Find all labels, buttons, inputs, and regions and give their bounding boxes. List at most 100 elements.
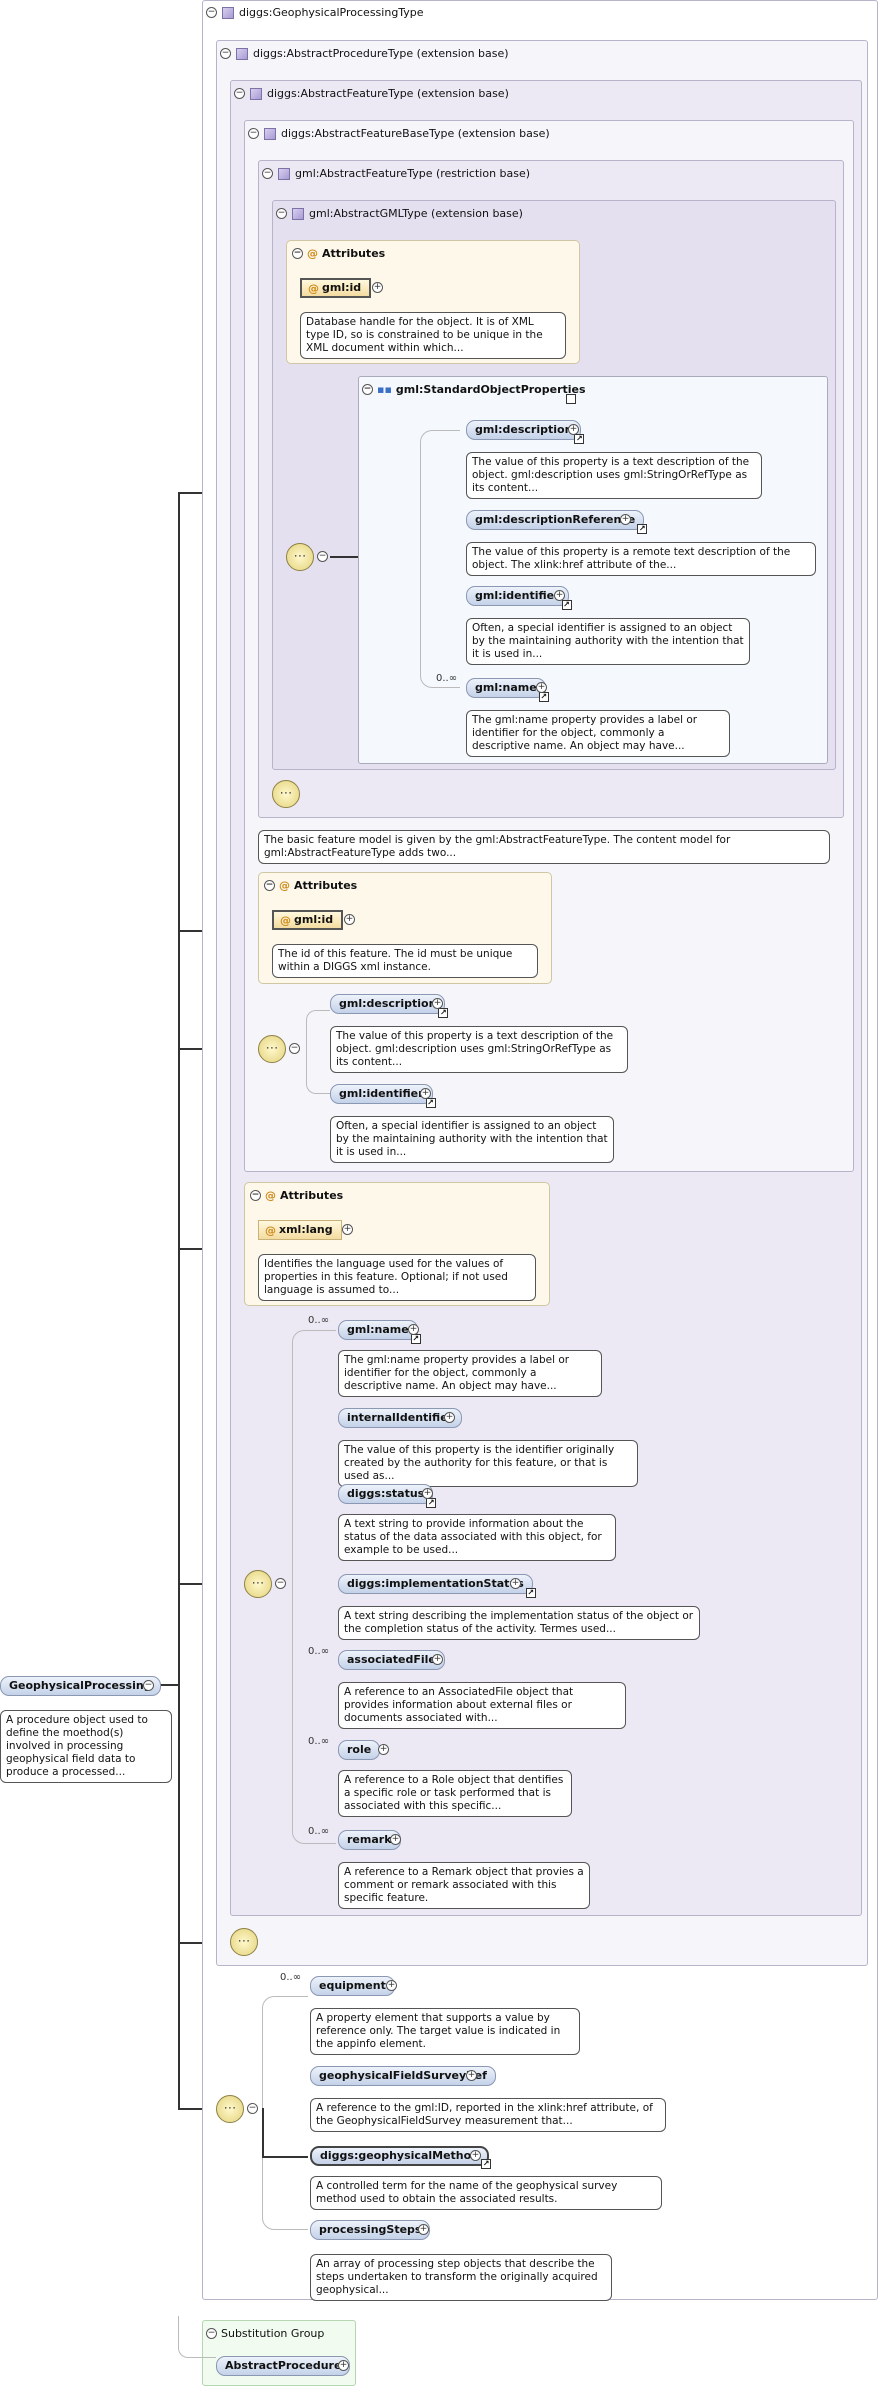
element-gml-name[interactable]: gml:name↗ <box>466 678 549 702</box>
reference-icon: ↗ <box>410 1334 421 1344</box>
reference-icon: ↗ <box>574 434 585 444</box>
expand-icon[interactable]: + <box>338 2360 349 2371</box>
element-abstract-procedure[interactable]: AbstractProcedure <box>216 2356 351 2376</box>
collapse-icon[interactable]: − <box>264 880 275 891</box>
expand-icon[interactable]: + <box>342 1224 353 1235</box>
collapse-icon[interactable]: − <box>143 1680 154 1691</box>
element-gml-identifier[interactable]: gml:identifier↗ <box>330 1084 436 1108</box>
element-gml-name[interactable]: gml:name↗ <box>338 1320 421 1344</box>
expand-icon[interactable]: + <box>510 1578 521 1589</box>
type-abstract-procedure-label[interactable]: − diggs:AbstractProcedureType (extension… <box>220 47 509 60</box>
sequence-icon[interactable]: ⋯ <box>216 2095 244 2123</box>
expand-icon[interactable]: + <box>372 282 383 293</box>
element-doc: A reference to a Remark object that prov… <box>338 1862 590 1909</box>
element-diggs-status[interactable]: diggs:status↗ <box>338 1484 437 1508</box>
expand-icon[interactable]: + <box>466 2070 477 2081</box>
element-role[interactable]: role <box>338 1740 381 1760</box>
complex-type-icon <box>222 6 234 19</box>
type-geophysical-processing-label[interactable]: − diggs:GeophysicalProcessingType <box>206 6 424 19</box>
seq-connector <box>330 556 370 558</box>
substitution-group-label[interactable]: − Substitution Group <box>206 2327 325 2340</box>
expand-icon[interactable]: + <box>536 682 547 693</box>
expand-icon[interactable]: + <box>432 998 443 1009</box>
type-doc: The basic feature model is given by the … <box>258 830 830 864</box>
expand-icon[interactable]: + <box>378 1744 389 1755</box>
collapse-icon[interactable]: − <box>206 2328 217 2339</box>
type-abstract-feature-label[interactable]: − diggs:AbstractFeatureType (extension b… <box>234 87 509 100</box>
element-doc: A controlled term for the name of the ge… <box>310 2176 662 2210</box>
collapse-icon[interactable]: − <box>248 128 259 139</box>
reference-icon: ↗ <box>438 1008 449 1018</box>
sequence-icon[interactable]: ⋯ <box>272 780 300 808</box>
element-diggs-geophysical-method[interactable]: diggs:geophysicalMethod↗ <box>310 2146 492 2169</box>
expand-icon[interactable]: + <box>444 1412 455 1423</box>
element-equipment[interactable]: equipment <box>310 1976 395 1996</box>
element-doc: An array of processing step objects that… <box>310 2254 612 2301</box>
root-element-geophysical-processing[interactable]: GeophysicalProcessing <box>0 1676 161 1696</box>
collapse-icon[interactable]: − <box>362 384 373 395</box>
element-doc: A property element that supports a value… <box>310 2008 580 2055</box>
expand-icon[interactable]: + <box>408 1324 419 1335</box>
collapse-icon[interactable]: − <box>275 1578 286 1589</box>
bracket <box>292 1330 336 1844</box>
collapse-icon[interactable]: − <box>234 88 245 99</box>
attribute-gml-id[interactable]: @gml:id <box>300 278 372 298</box>
expand-icon[interactable]: + <box>386 1980 397 1991</box>
expand-icon[interactable]: + <box>470 2150 481 2161</box>
collapse-icon[interactable]: − <box>250 1190 261 1201</box>
type-gml-abstract-feature-label[interactable]: − gml:AbstractFeatureType (restriction b… <box>262 167 531 180</box>
element-processing-steps[interactable]: processingSteps <box>310 2220 431 2240</box>
collapse-icon[interactable]: − <box>206 7 217 18</box>
element-geophysical-field-survey-ref[interactable]: geophysicalFieldSurveyRef <box>310 2066 496 2086</box>
collapse-icon[interactable]: − <box>289 1043 300 1054</box>
element-associated-file[interactable]: associatedFile <box>338 1650 445 1670</box>
attributes-header[interactable]: − @ Attributes <box>264 879 358 892</box>
multiplicity: 0..∞ <box>308 1315 330 1326</box>
collapse-icon[interactable]: − <box>276 208 287 219</box>
expand-icon[interactable]: + <box>344 914 355 925</box>
collapse-icon[interactable]: − <box>292 248 303 259</box>
multiplicity: 0..∞ <box>308 1826 330 1837</box>
sequence-icon[interactable]: ⋯ <box>286 543 314 571</box>
standard-group-ref[interactable] <box>566 394 576 404</box>
element-doc: A reference to an AssociatedFile object … <box>338 1682 626 1729</box>
expand-icon[interactable]: + <box>568 424 579 435</box>
reference-icon: ↗ <box>426 1498 437 1508</box>
at-icon: @ <box>280 914 291 927</box>
collapse-icon[interactable]: − <box>317 551 328 562</box>
element-gml-identifier[interactable]: gml:identifier↗ <box>466 586 572 610</box>
group-standard-object-properties-label[interactable]: − ▪▪ gml:StandardObjectProperties <box>362 383 586 396</box>
element-gml-description-reference[interactable]: gml:descriptionReference↗ <box>466 510 648 534</box>
expand-icon[interactable]: + <box>418 2224 429 2235</box>
expand-icon[interactable]: + <box>390 1834 401 1845</box>
expand-icon[interactable]: + <box>554 590 565 601</box>
sequence-icon[interactable]: ⋯ <box>258 1035 286 1063</box>
attribute-gml-id[interactable]: @gml:id <box>272 910 344 930</box>
substitution-connector <box>178 2316 216 2358</box>
expand-icon[interactable]: + <box>432 1654 443 1665</box>
element-gml-description[interactable]: gml:description↗ <box>330 994 449 1018</box>
root-h <box>150 1684 180 1686</box>
type-gml-abstract-gml-label[interactable]: − gml:AbstractGMLType (extension base) <box>276 207 523 220</box>
sequence-icon[interactable]: ⋯ <box>244 1570 272 1598</box>
element-internal-identifier[interactable]: internalIdentifier <box>338 1408 463 1428</box>
element-doc: Often, a special identifier is assigned … <box>330 1116 614 1163</box>
expand-icon[interactable]: + <box>620 514 631 525</box>
element-gml-description[interactable]: gml:description↗ <box>466 420 585 444</box>
expand-icon[interactable]: + <box>420 1088 431 1099</box>
collapse-icon[interactable]: − <box>220 48 231 59</box>
element-doc: A reference to a Role object that dentif… <box>338 1770 572 1817</box>
collapse-icon[interactable]: − <box>247 2103 258 2114</box>
type-abstract-feature-base-label[interactable]: − diggs:AbstractFeatureBaseType (extensi… <box>248 127 550 140</box>
collapse-icon[interactable]: − <box>262 168 273 179</box>
expand-icon[interactable]: + <box>422 1488 433 1499</box>
element-doc: A text string to provide information abo… <box>338 1514 616 1561</box>
element-remark[interactable]: remark <box>338 1830 401 1850</box>
element-diggs-implementation-status[interactable]: diggs:implementationStatus↗ <box>338 1574 536 1598</box>
attributes-header[interactable]: − @ Attributes <box>292 247 386 260</box>
attribute-xml-lang[interactable]: @xml:lang <box>258 1220 342 1240</box>
reference-icon: ↗ <box>525 1588 536 1598</box>
sequence-icon[interactable]: ⋯ <box>230 1928 258 1956</box>
element-doc: The gml:name property provides a label o… <box>338 1350 602 1397</box>
attributes-header[interactable]: − @ Attributes <box>250 1189 344 1202</box>
